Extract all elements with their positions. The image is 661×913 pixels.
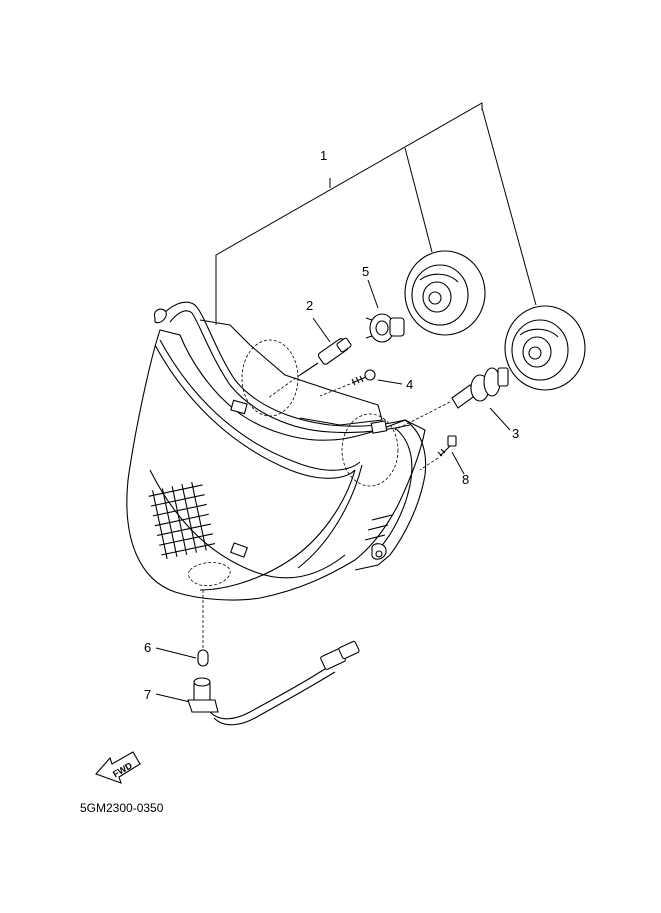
part-8-bolt bbox=[419, 435, 465, 475]
drawing-code: 5GM2300-0350 bbox=[80, 801, 164, 815]
part-4-screw bbox=[319, 369, 403, 397]
lens-grid-pattern bbox=[148, 481, 216, 559]
callout-label-3: 3 bbox=[512, 426, 519, 441]
callout-label-4: 4 bbox=[406, 377, 413, 392]
part-7-socket-cord bbox=[155, 640, 360, 726]
callout-label-7: 7 bbox=[144, 687, 151, 702]
part-5-bulb-socket bbox=[365, 279, 405, 343]
part-6-small-bulb bbox=[155, 647, 209, 667]
lens-cover-lower bbox=[504, 305, 586, 391]
headlight-housing bbox=[126, 301, 427, 601]
callout-label-6: 6 bbox=[144, 640, 151, 655]
lens-cover-upper bbox=[404, 250, 486, 336]
fwd-arrow-icon: FWD bbox=[95, 751, 141, 784]
callout-label-2: 2 bbox=[306, 298, 313, 313]
callout-label-1: 1 bbox=[320, 148, 327, 163]
part-2-bulb bbox=[267, 317, 352, 399]
part-3-bulb bbox=[394, 367, 511, 431]
callout-label-5: 5 bbox=[362, 264, 369, 279]
callout-1-leader bbox=[215, 102, 537, 325]
callout-label-8: 8 bbox=[462, 472, 469, 487]
